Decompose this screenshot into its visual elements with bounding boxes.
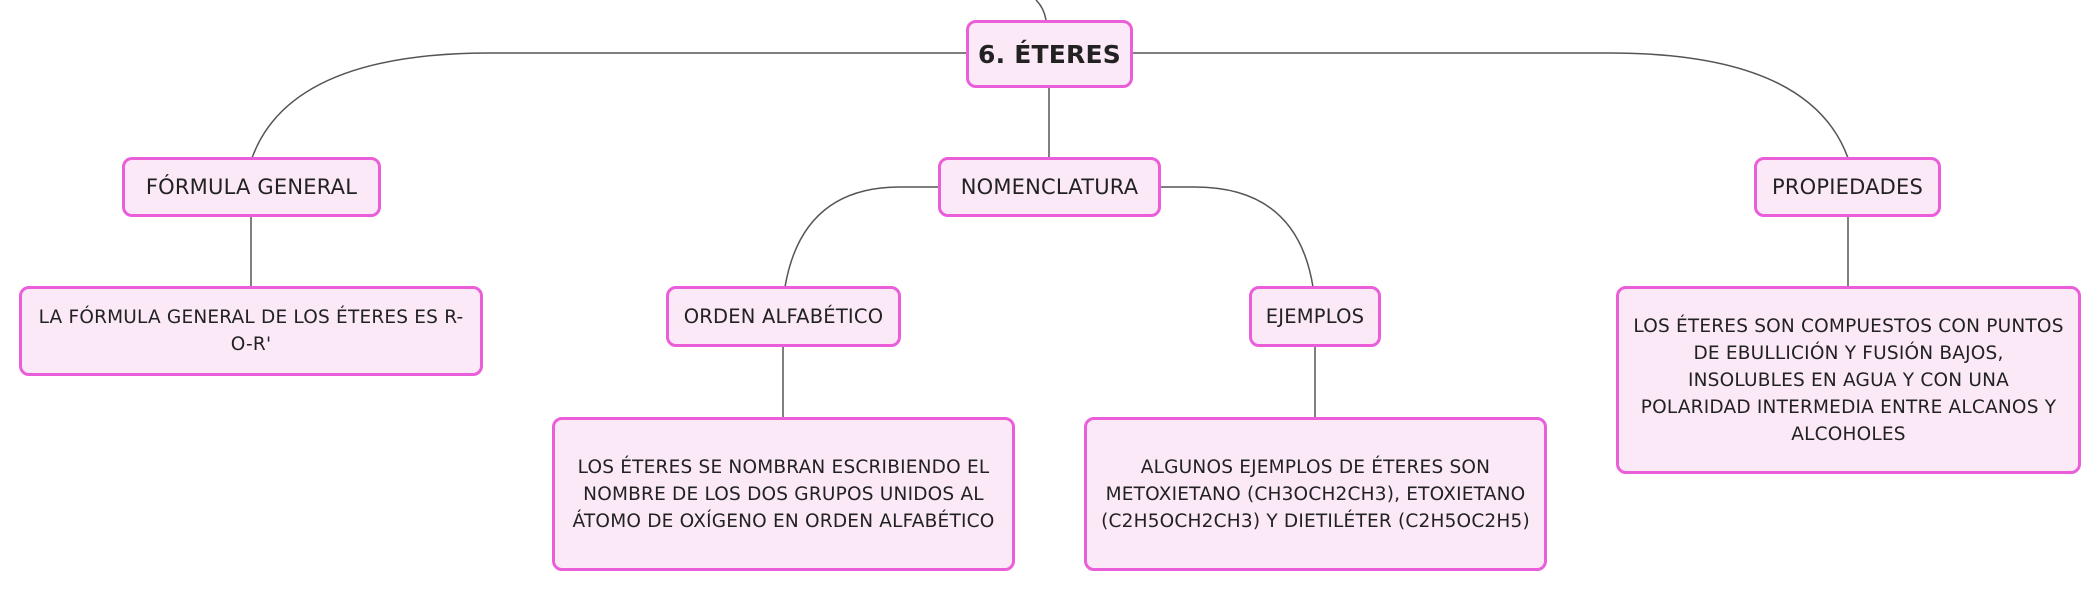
nomenclatura-label: NOMENCLATURA xyxy=(960,175,1139,199)
connector-root-to-formula xyxy=(251,52,966,159)
orden-alfabetico-node[interactable]: ORDEN ALFABÉTICO xyxy=(666,286,901,347)
orden-alfabetico-detail-text: LOS ÉTERES SE NOMBRAN ESCRIBIENDO EL NOM… xyxy=(572,456,995,532)
connector-parent-to-root xyxy=(1035,0,1047,21)
orden-alfabetico-detail-node[interactable]: LOS ÉTERES SE NOMBRAN ESCRIBIENDO EL NOM… xyxy=(552,417,1015,571)
propiedades-detail-text: LOS ÉTERES SON COMPUESTOS CON PUNTOS DE … xyxy=(1633,315,2064,445)
formula-general-detail-node[interactable]: LA FÓRMULA GENERAL DE LOS ÉTERES ES R-O-… xyxy=(19,286,483,376)
ejemplos-label: EJEMPLOS xyxy=(1265,305,1365,328)
connector-root-to-propiedades xyxy=(1133,52,1849,159)
nomenclatura-node[interactable]: NOMENCLATURA xyxy=(938,157,1161,217)
propiedades-detail-node[interactable]: LOS ÉTERES SON COMPUESTOS CON PUNTOS DE … xyxy=(1616,286,2081,474)
connector-nomenclatura-to-ejemplos xyxy=(1160,186,1314,288)
ejemplos-node[interactable]: EJEMPLOS xyxy=(1249,286,1381,347)
propiedades-label: PROPIEDADES xyxy=(1771,175,1924,199)
propiedades-node[interactable]: PROPIEDADES xyxy=(1754,157,1941,217)
root-label: 6. ÉTERES xyxy=(978,39,1121,69)
root-node[interactable]: 6. ÉTERES xyxy=(966,20,1133,88)
formula-general-detail-text: LA FÓRMULA GENERAL DE LOS ÉTERES ES R-O-… xyxy=(38,307,464,355)
formula-general-label: FÓRMULA GENERAL xyxy=(145,175,358,199)
ejemplos-detail-node[interactable]: ALGUNOS EJEMPLOS DE ÉTERES SON METOXIETA… xyxy=(1084,417,1547,571)
orden-alfabetico-label: ORDEN ALFABÉTICO xyxy=(683,305,884,328)
connector-nomenclatura-to-orden xyxy=(784,186,939,288)
ejemplos-detail-text: ALGUNOS EJEMPLOS DE ÉTERES SON METOXIETA… xyxy=(1101,456,1530,532)
formula-general-node[interactable]: FÓRMULA GENERAL xyxy=(122,157,381,217)
